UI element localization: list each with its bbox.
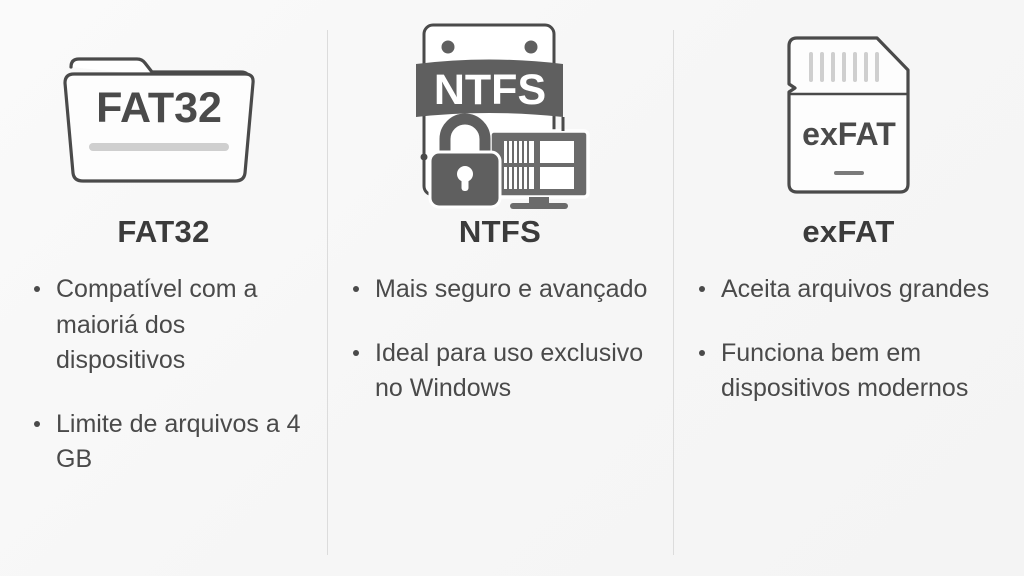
bullet-dot-icon [699, 286, 705, 292]
ntfs-banner [416, 59, 563, 117]
bullet-dot-icon [353, 286, 359, 292]
column-ntfs: NTFS [327, 0, 673, 576]
list-item: Funciona bem em dispositivos modernos [695, 336, 1016, 407]
folder-label-bar [88, 143, 229, 151]
windows-monitor-icon [488, 116, 590, 209]
list-item: Limite de arquivos a 4 GB [30, 407, 319, 478]
list-item: Aceita arquivos grandes [695, 272, 1016, 308]
ntfs-card-dot-right [524, 40, 538, 53]
feature-list-fat32: Compatível com a maioriá dos dispositivo… [0, 272, 327, 478]
sd-card-outline [787, 35, 910, 194]
sd-card-pins-icon [809, 51, 879, 82]
column-divider-1 [327, 30, 328, 555]
page-title-fat32: FAT32 [117, 214, 210, 249]
page-title-exfat: exFAT [802, 214, 895, 249]
bullet-dot-icon [34, 286, 40, 292]
bullet-dot-icon [353, 349, 359, 356]
feature-list-exfat: Aceita arquivos grandes Funciona bem em … [673, 272, 1024, 407]
column-exfat: exFAT exFAT Aceita arquivos grandes Func… [673, 0, 1024, 576]
sd-card-exfat-icon: exFAT [787, 35, 910, 194]
ntfs-banner-label: NTFS [434, 66, 546, 114]
ntfs-card-notch [420, 153, 428, 160]
list-item-text: Mais seguro e avançado [375, 275, 648, 303]
list-item-text: Compatível com a maioriá dos dispositivo… [56, 275, 258, 374]
icon-container-exfat: exFAT [673, 14, 1024, 214]
folder-fat32-icon: FAT32 [62, 57, 255, 183]
icon-container-fat32: FAT32 [0, 14, 327, 214]
bullet-dot-icon [34, 420, 40, 427]
ntfs-card-lock-monitor-icon: NTFS [416, 23, 590, 209]
sd-card-dash [834, 170, 864, 175]
list-item-text: Aceita arquivos grandes [721, 275, 990, 303]
list-item-text: Ideal para uso exclusivo no Windows [375, 338, 644, 403]
column-divider-2 [673, 30, 674, 555]
list-item: Ideal para uso exclusivo no Windows [349, 336, 665, 407]
ntfs-card-dot-left [441, 40, 455, 53]
bullet-dot-icon [699, 349, 705, 356]
padlock-icon [428, 113, 502, 208]
folder-icon-label: FAT32 [96, 84, 222, 132]
list-item: Compatível com a maioriá dos dispositivo… [30, 272, 319, 379]
feature-list-ntfs: Mais seguro e avançado Ideal para uso ex… [327, 272, 673, 407]
column-fat32: FAT32 FAT32 Compatível com a maioriá dos… [0, 0, 327, 576]
list-item-text: Limite de arquivos a 4 GB [56, 409, 301, 474]
list-item-text: Funciona bem em dispositivos modernos [721, 338, 969, 403]
page-title-ntfs: NTFS [458, 214, 542, 249]
sd-card-label: exFAT [802, 116, 896, 152]
list-item: Mais seguro e avançado [349, 272, 665, 308]
icon-container-ntfs: NTFS [327, 14, 673, 214]
